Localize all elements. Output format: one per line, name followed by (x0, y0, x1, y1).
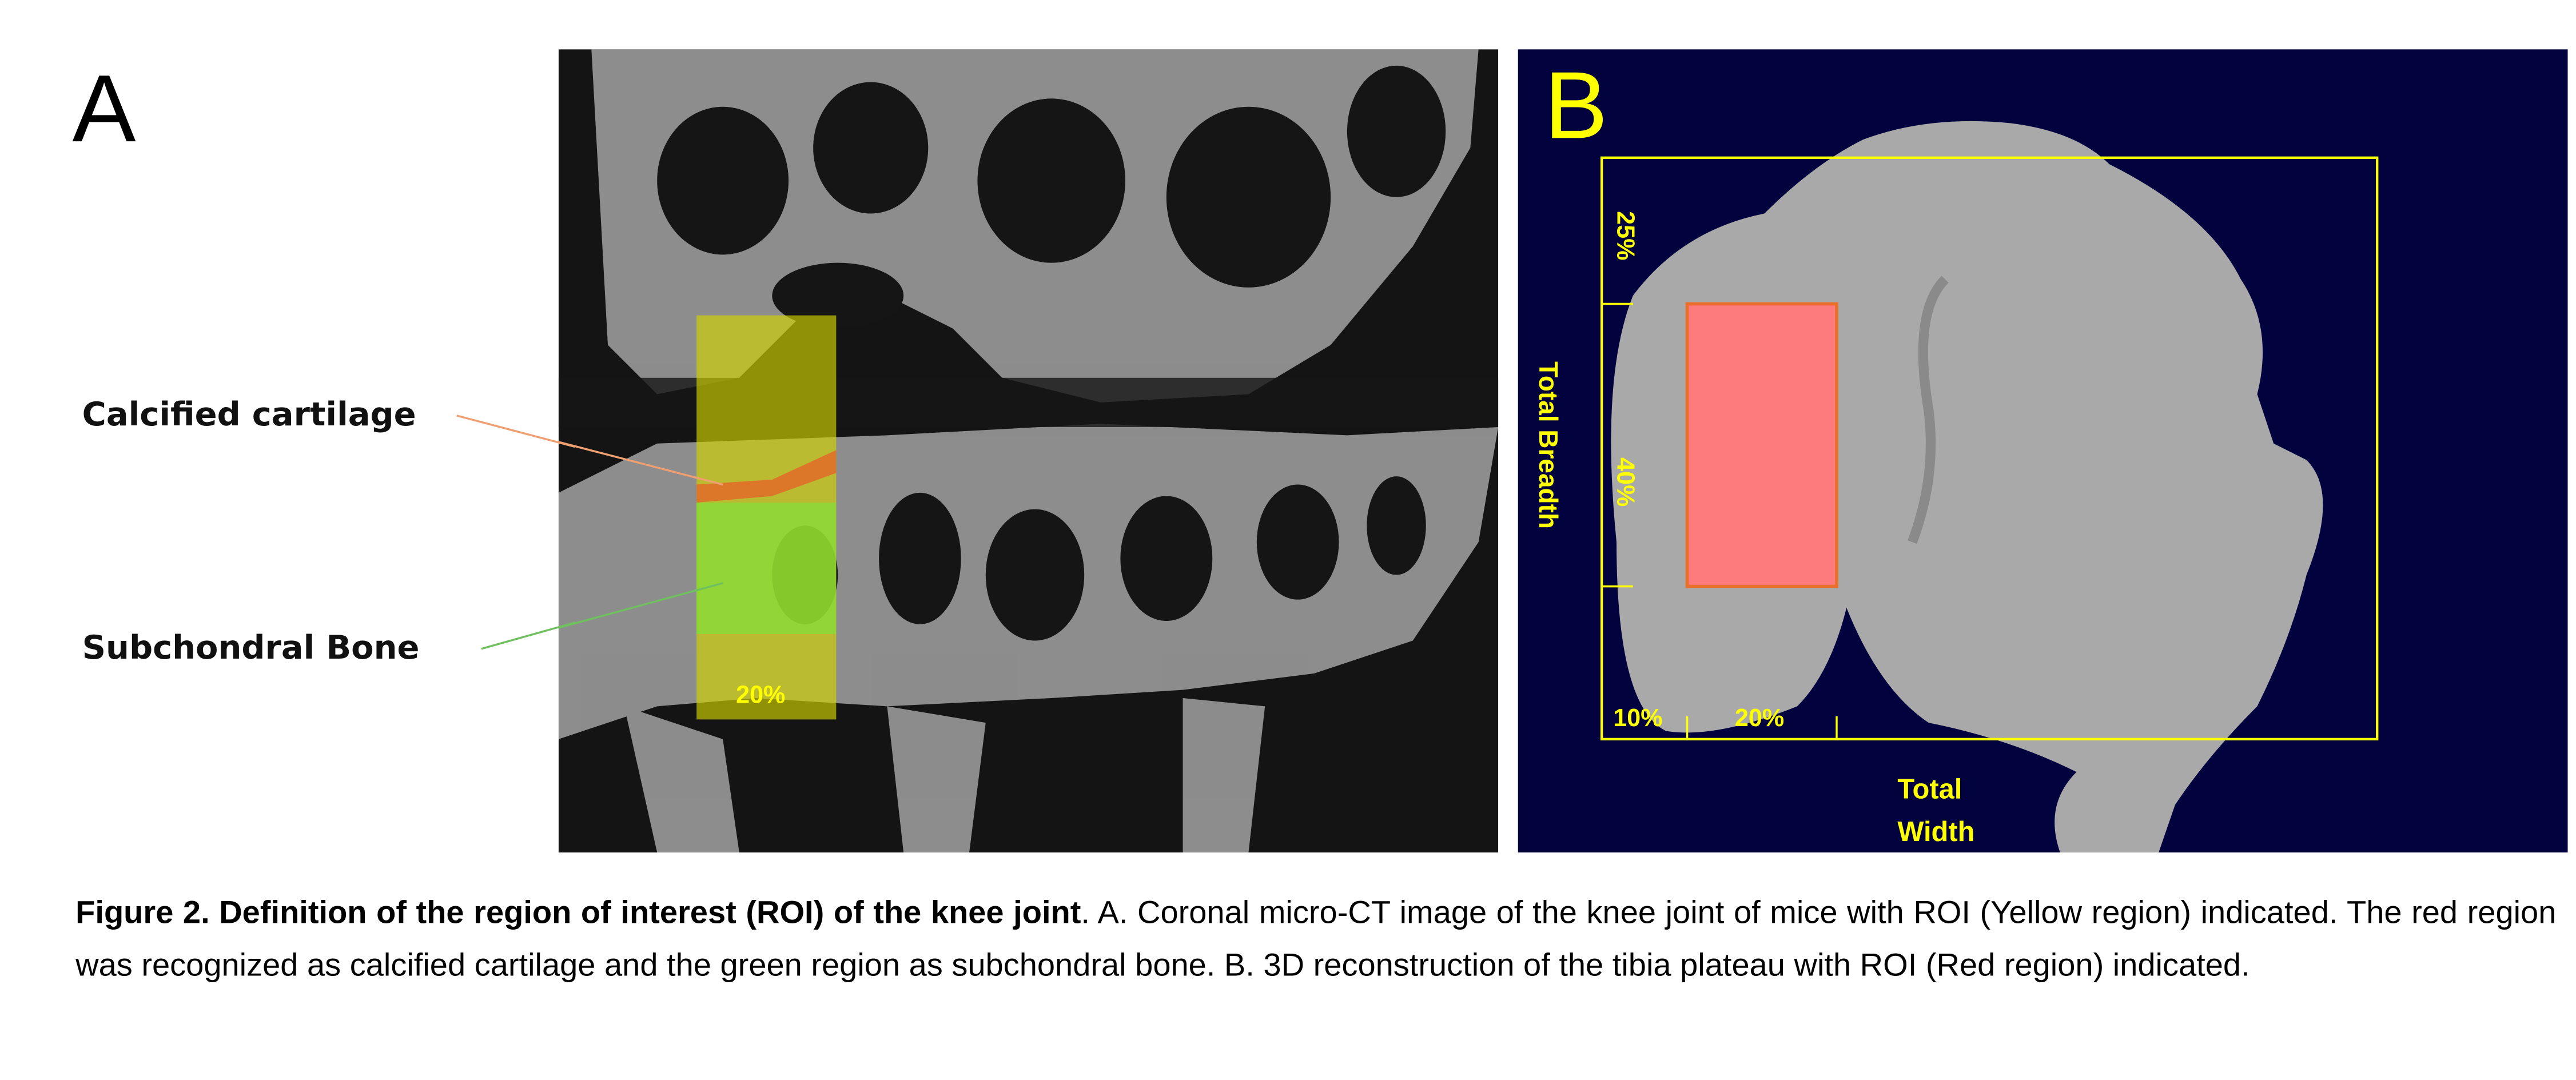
label-subchondral-bone: Subchondral Bone (82, 627, 420, 667)
panel-a-letter: A (72, 55, 136, 163)
total-width-label-line1: Total (1897, 774, 1962, 805)
pct-top-label: 25% (1611, 211, 1639, 261)
panel-b-letter: B (1544, 52, 1608, 160)
total-bounding-box (1600, 156, 2379, 741)
figure-caption: Figure 2. Definition of the region of in… (75, 887, 2556, 992)
roi-percent-label: 20% (736, 682, 786, 710)
total-width-label-line2: Width (1897, 816, 1975, 848)
tibia-3d-reconstruction (1518, 49, 2568, 853)
pct-middle-label: 40% (1611, 457, 1639, 507)
subchondral-bone-region (696, 503, 837, 634)
label-calcified-cartilage: Calcified cartilage (82, 394, 416, 434)
pct-left-label: 10% (1613, 704, 1663, 733)
micro-ct-image (558, 49, 1499, 853)
pct-width-label: 20% (1734, 704, 1785, 733)
caption-text: . A. Coronal micro-CT image of the knee … (75, 895, 2557, 984)
leader-lines (456, 415, 575, 650)
caption-title: Figure 2. Definition of the region of in… (75, 895, 1081, 931)
total-breadth-label: Total Breadth (1532, 361, 1561, 529)
roi-red-region (1685, 302, 1838, 588)
calcified-cartilage-region (696, 450, 837, 503)
